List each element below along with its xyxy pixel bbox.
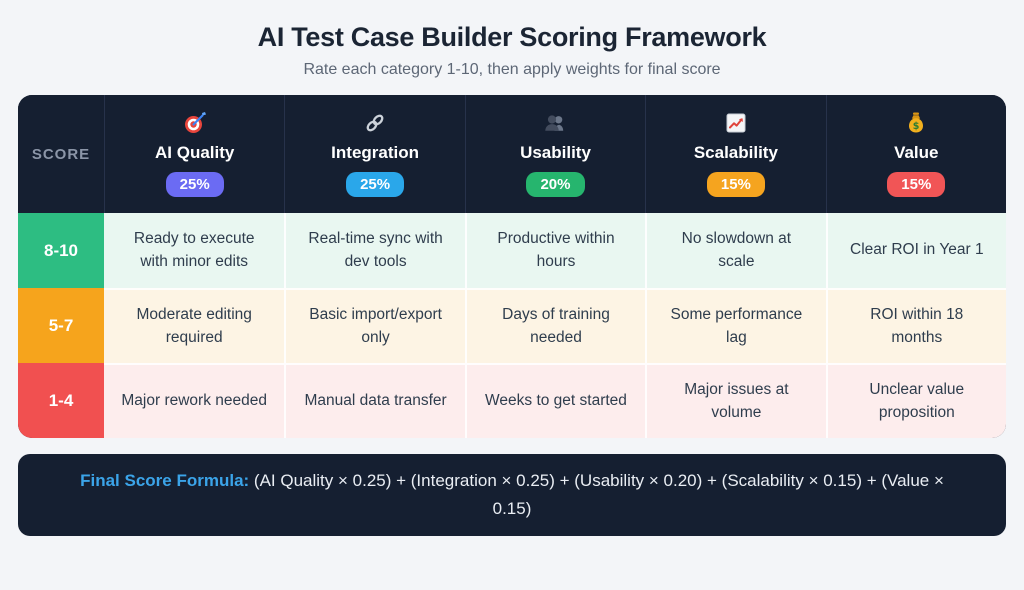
target-icon [183, 111, 207, 135]
table-cell: Ready to execute with minor edits [104, 213, 285, 288]
table-cell: Major issues at volume [645, 363, 826, 438]
final-score-formula-bar: Final Score Formula: (AI Quality × 0.25)… [18, 454, 1006, 537]
weight-badge: 15% [706, 172, 765, 197]
table-cell: Productive within hours [464, 213, 646, 288]
column-header-integration: Integration 25% [284, 95, 465, 213]
column-header-usability: Usability 20% [464, 95, 646, 213]
column-header-ai-quality: AI Quality 25% [104, 95, 285, 213]
score-range-8-10: 8-10 [18, 213, 104, 288]
weight-badge: 25% [165, 172, 224, 197]
table-cell: Major rework needed [104, 363, 285, 438]
table-cell: Some performance lag [645, 288, 826, 363]
table-cell: Moderate editing required [104, 288, 285, 363]
column-label: Value [894, 143, 939, 162]
link-icon [363, 111, 387, 135]
page-subtitle: Rate each category 1-10, then apply weig… [303, 61, 721, 78]
column-header-value: $ Value 15% [825, 95, 1006, 213]
column-label: Integration [331, 143, 420, 162]
score-column-header: SCORE [18, 95, 104, 213]
scoring-table: SCORE AI Quality 25% Integration 25% [18, 95, 1006, 438]
table-cell: Unclear value proposition [825, 363, 1006, 438]
column-label: AI Quality [155, 143, 235, 162]
formula-text: (AI Quality × 0.25) + (Integration × 0.2… [253, 471, 944, 519]
weight-badge: 20% [526, 172, 585, 197]
users-icon [543, 111, 567, 135]
weight-badge: 25% [346, 172, 405, 197]
formula-label: Final Score Formula: [80, 471, 254, 490]
money-bag-icon: $ [904, 111, 928, 135]
weight-badge: 15% [887, 172, 946, 197]
chart-increasing-icon [724, 111, 748, 135]
table-cell: Clear ROI in Year 1 [825, 213, 1006, 288]
table-cell: Real-time sync with dev tools [284, 213, 465, 288]
table-cell: No slowdown at scale [645, 213, 826, 288]
score-range-5-7: 5-7 [18, 288, 104, 363]
column-label: Usability [520, 143, 591, 162]
column-label: Scalability [693, 143, 778, 162]
page-title: AI Test Case Builder Scoring Framework [257, 22, 767, 52]
table-cell: Basic import/export only [284, 288, 465, 363]
table-cell: Manual data transfer [284, 363, 465, 438]
table-cell: Days of training needed [464, 288, 646, 363]
table-cell: ROI within 18 months [825, 288, 1006, 363]
svg-text:$: $ [913, 121, 920, 132]
table-cell: Weeks to get started [464, 363, 646, 438]
score-range-1-4: 1-4 [18, 363, 104, 438]
column-header-scalability: Scalability 15% [645, 95, 826, 213]
